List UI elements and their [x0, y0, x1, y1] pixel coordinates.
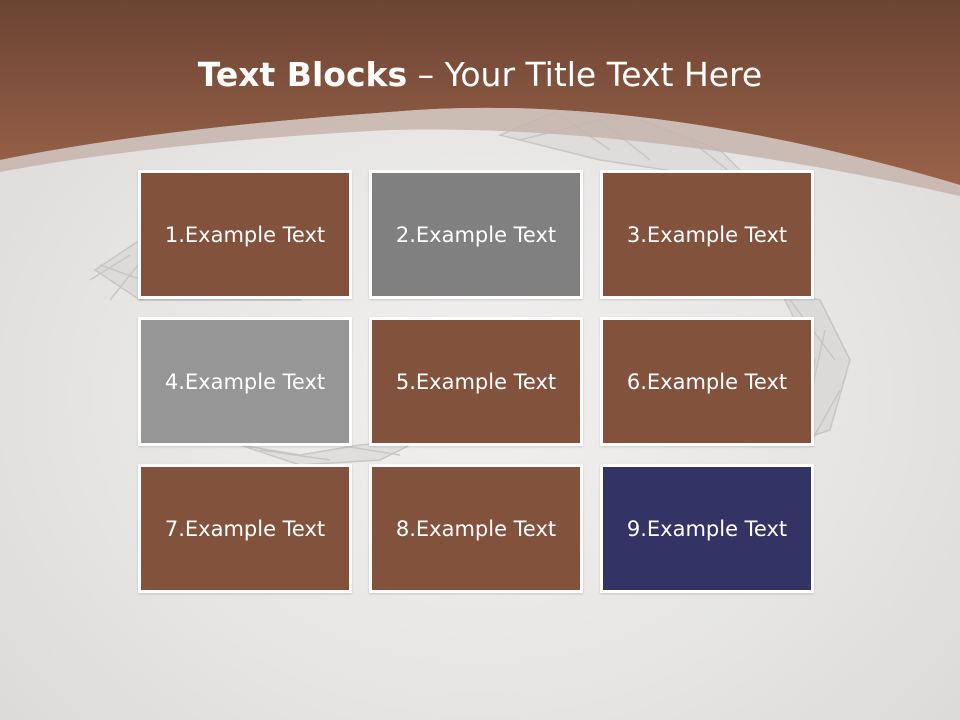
text-block-label: 9.Example Text	[626, 516, 788, 541]
title-dash: –	[407, 55, 445, 94]
text-block-6[interactable]: 6.Example Text	[600, 317, 814, 446]
text-block-label: 7.Example Text	[164, 516, 326, 541]
text-block-3[interactable]: 3.Example Text	[600, 170, 814, 299]
text-block-4[interactable]: 4.Example Text	[138, 317, 352, 446]
text-block-1[interactable]: 1.Example Text	[138, 170, 352, 299]
text-block-label: 6.Example Text	[626, 369, 788, 394]
text-block-2[interactable]: 2.Example Text	[369, 170, 583, 299]
text-block-grid: 1.Example Text 2.Example Text 3.Example …	[138, 170, 814, 593]
text-block-label: 3.Example Text	[626, 222, 788, 247]
title-bold: Text Blocks	[197, 55, 408, 94]
text-block-label: 8.Example Text	[395, 516, 557, 541]
text-block-label: 5.Example Text	[395, 369, 557, 394]
text-block-5[interactable]: 5.Example Text	[369, 317, 583, 446]
text-block-label: 4.Example Text	[164, 369, 326, 394]
page-title: Text Blocks – Your Title Text Here	[0, 52, 960, 98]
text-block-label: 1.Example Text	[164, 222, 326, 247]
text-block-8[interactable]: 8.Example Text	[369, 464, 583, 593]
title-rest: Your Title Text Here	[444, 55, 763, 94]
text-block-9[interactable]: 9.Example Text	[600, 464, 814, 593]
text-block-7[interactable]: 7.Example Text	[138, 464, 352, 593]
text-block-label: 2.Example Text	[395, 222, 557, 247]
